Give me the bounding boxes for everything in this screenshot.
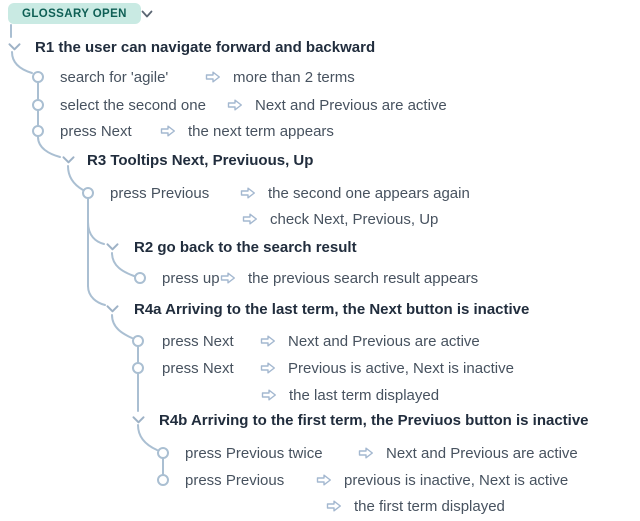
step-result: previous is inactive, Next is active bbox=[344, 471, 569, 489]
result-arrow-icon bbox=[358, 447, 373, 459]
step-action: press Next bbox=[162, 332, 234, 350]
requirement-title-label: R4b Arriving to the first term, the Prev… bbox=[159, 411, 589, 429]
result-arrow-icon bbox=[260, 362, 275, 374]
step-result: the next term appears bbox=[188, 122, 334, 140]
test-step-row[interactable]: press up the previous search result appe… bbox=[162, 268, 478, 288]
requirement-title-label: R3 Tooltips Next, Previuous, Up bbox=[87, 151, 314, 169]
step-result: Next and Previous are active bbox=[255, 96, 447, 114]
connector-curve bbox=[37, 136, 61, 158]
glossary-status-badge[interactable]: GLOSSARY OPEN bbox=[8, 3, 141, 24]
glossary-status-label: GLOSSARY OPEN bbox=[22, 7, 127, 20]
step-action: press Previous bbox=[185, 471, 285, 489]
step-result: check Next, Previous, Up bbox=[270, 210, 439, 228]
step-result: the first term displayed bbox=[354, 497, 505, 515]
requirement-title-label: R4a Arriving to the last term, the Next … bbox=[134, 300, 530, 318]
step-node-circle bbox=[32, 99, 44, 111]
step-action: press Previous bbox=[110, 184, 210, 202]
step-action: select the second one bbox=[60, 96, 206, 114]
step-result: the last term displayed bbox=[289, 386, 440, 404]
requirement-title-label: R2 go back to the search result bbox=[134, 238, 357, 256]
step-node-circle bbox=[32, 71, 44, 83]
test-step-row[interactable]: check Next, Previous, Up bbox=[242, 209, 438, 229]
result-arrow-icon bbox=[205, 71, 220, 83]
step-node-circle bbox=[134, 272, 146, 284]
step-action: press up bbox=[162, 269, 220, 287]
connector-curve bbox=[87, 221, 105, 245]
expander-chevron-icon[interactable] bbox=[132, 416, 145, 424]
step-node-circle bbox=[132, 335, 144, 347]
test-step-row[interactable]: press Next Next and Previous are active bbox=[162, 331, 480, 351]
test-step-row[interactable]: press Previous the second one appears ag… bbox=[110, 183, 470, 203]
test-step-row[interactable]: press Previous previous is inactive, Nex… bbox=[185, 470, 568, 490]
requirement-title-r1[interactable]: R1 the user can navigate forward and bac… bbox=[8, 37, 375, 57]
result-arrow-icon bbox=[160, 125, 175, 137]
expander-chevron-icon[interactable] bbox=[106, 305, 119, 313]
step-action: press Next bbox=[60, 122, 132, 140]
requirement-title-r3[interactable]: R3 Tooltips Next, Previuous, Up bbox=[62, 150, 313, 170]
badge-chevron-down-icon[interactable] bbox=[141, 10, 153, 19]
step-result: Next and Previous are active bbox=[288, 332, 480, 350]
requirement-title-r4b[interactable]: R4b Arriving to the first term, the Prev… bbox=[132, 410, 589, 430]
result-arrow-icon bbox=[242, 213, 257, 225]
expander-chevron-icon[interactable] bbox=[62, 156, 75, 164]
step-action: search for 'agile' bbox=[60, 68, 169, 86]
expander-chevron-icon[interactable] bbox=[8, 43, 21, 51]
step-result: Next and Previous are active bbox=[386, 444, 578, 462]
result-arrow-icon bbox=[240, 187, 255, 199]
test-step-row[interactable]: press Next the next term appears bbox=[60, 121, 334, 141]
requirement-title-label: R1 the user can navigate forward and bac… bbox=[35, 38, 376, 56]
step-action: press Previous twice bbox=[185, 444, 323, 462]
step-node-circle bbox=[132, 362, 144, 374]
step-result: Previous is active, Next is inactive bbox=[288, 359, 514, 377]
test-step-row[interactable]: select the second one Next and Previous … bbox=[60, 95, 447, 115]
result-arrow-icon bbox=[227, 99, 242, 111]
step-result: the second one appears again bbox=[268, 184, 470, 202]
step-node-circle bbox=[157, 474, 169, 486]
step-result: more than 2 terms bbox=[233, 68, 355, 86]
result-arrow-icon bbox=[220, 272, 235, 284]
result-arrow-icon bbox=[316, 474, 331, 486]
test-step-row[interactable]: press Previous twice Next and Previous a… bbox=[185, 443, 578, 463]
step-node-circle bbox=[82, 187, 94, 199]
test-step-row[interactable]: press Next Previous is active, Next is i… bbox=[162, 358, 514, 378]
result-arrow-icon bbox=[261, 389, 276, 401]
test-step-row[interactable]: search for 'agile' more than 2 terms bbox=[60, 67, 355, 87]
result-arrow-icon bbox=[326, 500, 341, 512]
connector-curve bbox=[87, 285, 106, 306]
step-result: the previous search result appears bbox=[248, 269, 479, 287]
test-step-row[interactable]: the first term displayed bbox=[326, 496, 505, 516]
test-step-row[interactable]: the last term displayed bbox=[261, 385, 439, 405]
step-node-circle bbox=[157, 447, 169, 459]
step-node-circle bbox=[32, 125, 44, 137]
requirement-title-r2[interactable]: R2 go back to the search result bbox=[106, 237, 357, 257]
step-action: press Next bbox=[162, 359, 234, 377]
expander-chevron-icon[interactable] bbox=[106, 243, 119, 251]
result-arrow-icon bbox=[260, 335, 275, 347]
requirement-title-r4a[interactable]: R4a Arriving to the last term, the Next … bbox=[106, 299, 529, 319]
